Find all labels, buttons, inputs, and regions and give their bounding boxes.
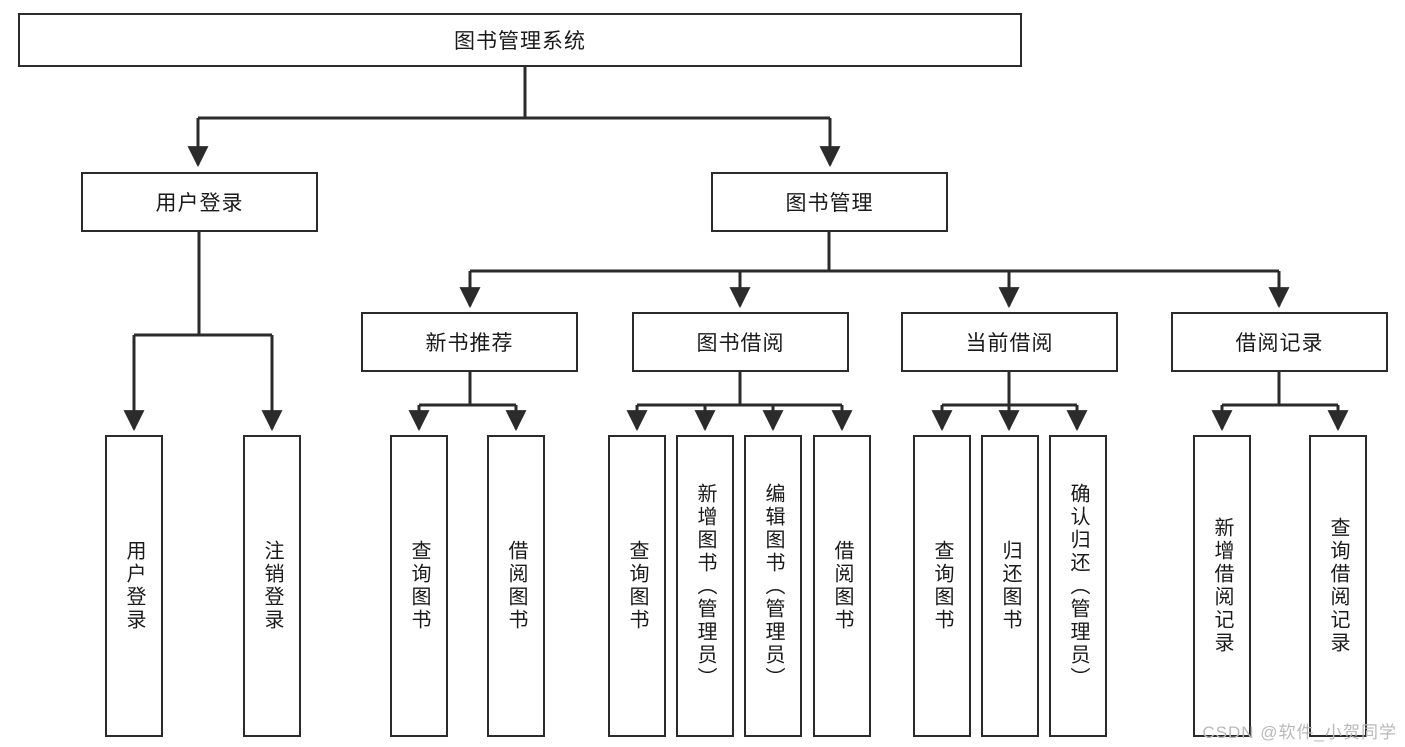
node-user-login[interactable]: 用户登录 (81, 172, 318, 232)
node-leaf-edit-book[interactable]: 编辑图书（管理员） (744, 435, 802, 737)
node-leaf-add-book[interactable]: 新增图书（管理员） (676, 435, 734, 737)
node-leaf-return-book[interactable]: 归还图书 (981, 435, 1039, 737)
node-leaf-borrow-book-2-label: 借阅图书 (831, 540, 853, 632)
node-leaf-query-book-3-label: 查询图书 (931, 540, 953, 632)
node-book-manage[interactable]: 图书管理 (711, 172, 948, 232)
node-current-borrow-label: 当前借阅 (965, 332, 1054, 355)
node-book-borrow[interactable]: 图书借阅 (632, 312, 849, 372)
node-leaf-confirm-return[interactable]: 确认归还（管理员） (1049, 435, 1107, 737)
node-leaf-add-record-label: 新增借阅记录 (1211, 517, 1233, 655)
node-leaf-query-book-1-label: 查询图书 (408, 540, 430, 632)
node-leaf-query-record[interactable]: 查询借阅记录 (1309, 435, 1367, 737)
node-root[interactable]: 图书管理系统 (18, 13, 1022, 67)
node-root-label: 图书管理系统 (454, 30, 586, 53)
node-leaf-query-book-1[interactable]: 查询图书 (390, 435, 448, 737)
node-leaf-user-login[interactable]: 用户登录 (105, 435, 163, 737)
node-leaf-logout-label: 注销登录 (261, 540, 283, 632)
node-leaf-logout[interactable]: 注销登录 (243, 435, 301, 737)
node-leaf-query-record-label: 查询借阅记录 (1327, 517, 1349, 655)
node-leaf-borrow-book-1[interactable]: 借阅图书 (487, 435, 545, 737)
node-leaf-user-login-label: 用户登录 (123, 540, 145, 632)
node-leaf-borrow-book-1-label: 借阅图书 (505, 540, 527, 632)
node-leaf-borrow-book-2[interactable]: 借阅图书 (813, 435, 871, 737)
node-leaf-add-record[interactable]: 新增借阅记录 (1193, 435, 1251, 737)
node-borrow-record[interactable]: 借阅记录 (1171, 312, 1388, 372)
node-leaf-add-book-label: 新增图书（管理员） (694, 482, 716, 690)
node-leaf-query-book-2[interactable]: 查询图书 (608, 435, 666, 737)
node-leaf-query-book-2-label: 查询图书 (626, 540, 648, 632)
node-user-login-label: 用户登录 (155, 192, 244, 215)
node-new-book-rec-label: 新书推荐 (425, 332, 514, 355)
node-leaf-confirm-return-label: 确认归还（管理员） (1067, 482, 1089, 690)
node-leaf-return-book-label: 归还图书 (999, 540, 1021, 632)
node-leaf-query-book-3[interactable]: 查询图书 (913, 435, 971, 737)
node-book-borrow-label: 图书借阅 (696, 332, 785, 355)
node-new-book-rec[interactable]: 新书推荐 (361, 312, 578, 372)
node-borrow-record-label: 借阅记录 (1235, 332, 1324, 355)
node-book-manage-label: 图书管理 (785, 192, 874, 215)
node-current-borrow[interactable]: 当前借阅 (901, 312, 1118, 372)
node-leaf-edit-book-label: 编辑图书（管理员） (762, 482, 784, 690)
